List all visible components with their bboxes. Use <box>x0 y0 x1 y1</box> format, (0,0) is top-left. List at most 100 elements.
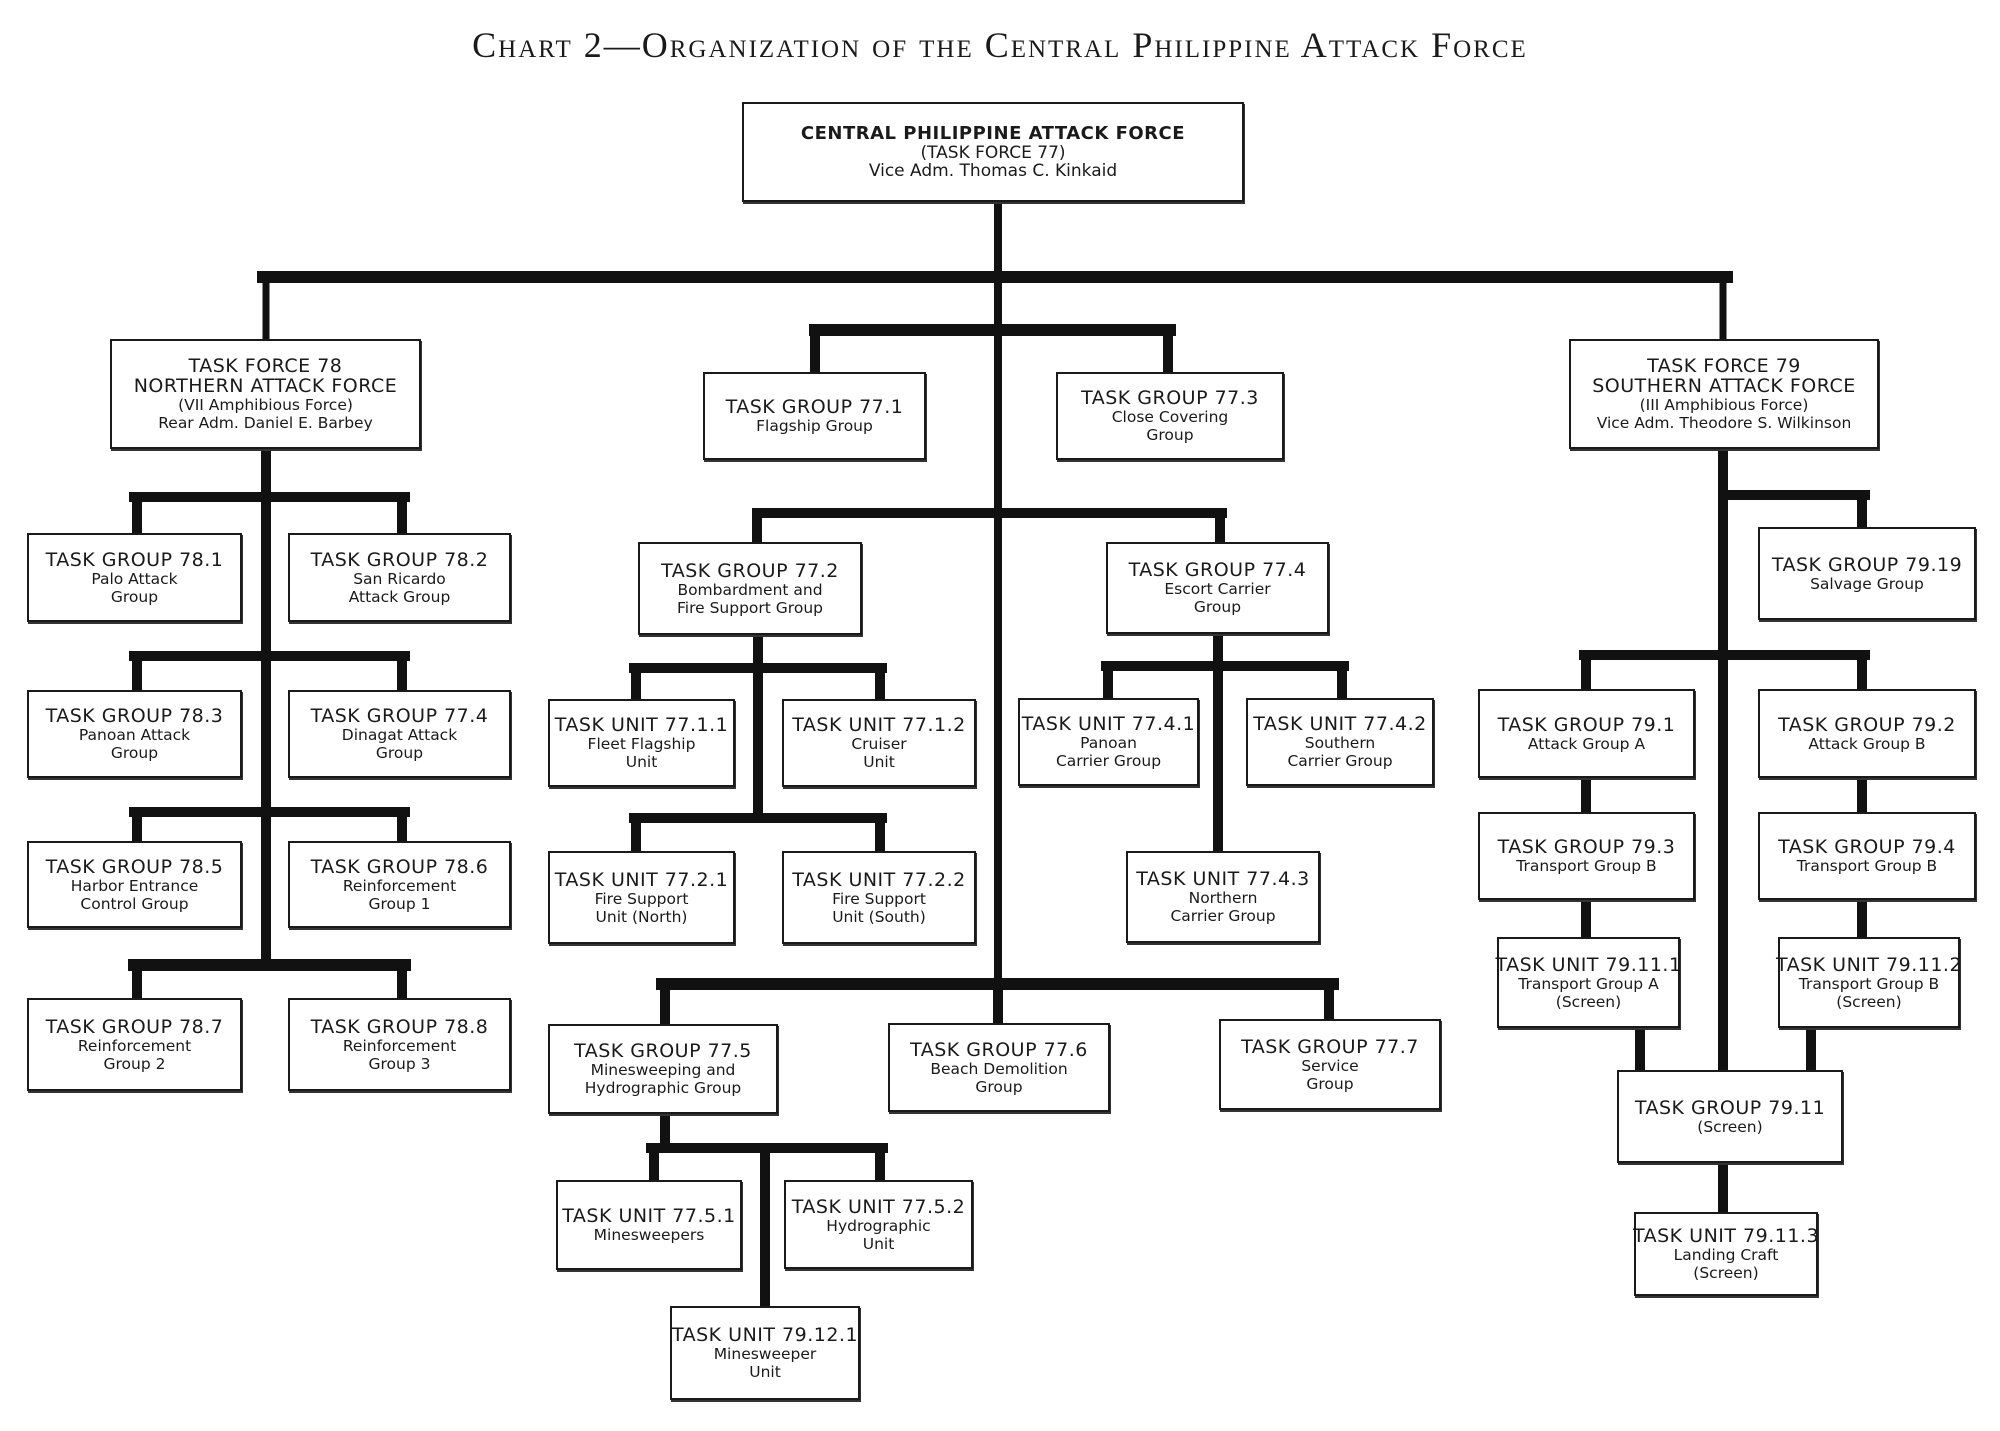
node-line: Carrier Group <box>1287 752 1393 770</box>
node-line: Group <box>110 587 159 606</box>
node-code: TASK GROUP 77.4 <box>310 705 489 727</box>
node-code: TASK GROUP 79.3 <box>1497 836 1676 858</box>
node-code: TASK GROUP 78.5 <box>45 855 224 878</box>
node-line: Group <box>1146 426 1194 444</box>
node-code: TASK GROUP 78.7 <box>45 1015 224 1038</box>
node-line: Transport Group A <box>1518 974 1659 993</box>
node-code: TASK UNIT 77.4.3 <box>1136 868 1310 890</box>
node-line: (TASK FORCE 77) <box>920 143 1066 163</box>
node-code: TASK GROUP 79.11 <box>1634 1096 1826 1119</box>
node-line: Beach Demolition <box>930 1059 1068 1078</box>
node-code: CENTRAL PHILIPPINE ATTACK FORCE <box>800 123 1186 144</box>
node-line: Landing Craft <box>1673 1246 1779 1264</box>
node-line: (Screen) <box>1555 992 1622 1011</box>
node-line: Reinforcement <box>342 876 457 895</box>
node-line: Minesweeping and <box>590 1061 736 1079</box>
node-code: TASK GROUP 79.2 <box>1778 713 1956 736</box>
node-code: TASK GROUP 78.3 <box>45 705 224 727</box>
node-code: TASK UNIT 79.12.1 <box>671 1324 859 1346</box>
node-code: TASK UNIT 79.11.2 <box>1775 953 1963 976</box>
node-line: Group <box>1193 598 1242 616</box>
node-line: Carrier Group <box>1170 907 1276 925</box>
node-line: Vice Adm. Theodore S. Wilkinson <box>1596 414 1852 432</box>
node-line: Panoan Attack <box>78 726 191 744</box>
node-line: Group <box>975 1077 1023 1096</box>
node-line: Minesweeper <box>713 1345 817 1363</box>
node-line: Transport Group B <box>1516 857 1657 875</box>
node-line: Group 3 <box>368 1054 431 1073</box>
node-code: TASK UNIT 77.1.2 <box>792 714 966 736</box>
node-line: Attack Group <box>348 587 451 606</box>
node-code: TASK GROUP 77.7 <box>1241 1035 1419 1058</box>
node-line: Group <box>1306 1074 1354 1093</box>
node-code: TASK UNIT 77.5.2 <box>791 1195 966 1218</box>
node-line: Unit <box>863 753 895 771</box>
node-line: Northern <box>1188 889 1258 907</box>
node-code: TASK GROUP 79.1 <box>1497 713 1676 736</box>
node-code: TASK GROUP 78.8 <box>310 1015 489 1038</box>
node-line: Attack Group B <box>1808 734 1926 753</box>
node-code: TASK FORCE 78 <box>188 355 343 377</box>
node-line: Hydrographic Group <box>584 1079 742 1097</box>
node-code: TASK UNIT 77.2.1 <box>554 868 729 891</box>
node-line: Reinforcement <box>77 1036 192 1055</box>
node-line: Vice Adm. Thomas C. Kinkaid <box>868 161 1118 181</box>
node-line: Rear Adm. Daniel E. Barbey <box>158 414 373 432</box>
node-line: Hydrographic <box>826 1216 931 1235</box>
node-code: TASK FORCE 79 <box>1647 355 1801 377</box>
node-code: TASK GROUP 78.1 <box>45 548 224 571</box>
node-line: Transport Group B <box>1798 974 1940 993</box>
node-code: TASK UNIT 77.1.1 <box>554 714 729 736</box>
node-line: Control Group <box>80 894 189 913</box>
node-line: Attack Group A <box>1527 734 1646 753</box>
node-line: Carrier Group <box>1055 752 1162 770</box>
node-line: Group 2 <box>103 1054 166 1073</box>
node-line: Reinforcement <box>342 1036 457 1055</box>
node-line: Palo Attack <box>91 569 178 588</box>
node-line: Group <box>110 744 159 762</box>
node-line: Harbor Entrance <box>70 876 199 895</box>
node-code: TASK UNIT 79.11.1 <box>1495 953 1682 976</box>
node-code: TASK GROUP 78.6 <box>310 855 489 878</box>
node-code: TASK GROUP 77.5 <box>574 1040 752 1062</box>
node-line: Group 1 <box>368 894 431 913</box>
node-code: TASK UNIT 77.5.1 <box>562 1205 736 1227</box>
node-code: TASK GROUP 77.3 <box>1081 387 1259 409</box>
node-code: TASK GROUP 79.4 <box>1778 836 1956 858</box>
node-line: San Ricardo <box>353 569 446 588</box>
node-line: Unit <box>625 753 658 771</box>
node-line: Cruiser <box>851 735 907 753</box>
node-line: Unit (South) <box>832 907 926 926</box>
